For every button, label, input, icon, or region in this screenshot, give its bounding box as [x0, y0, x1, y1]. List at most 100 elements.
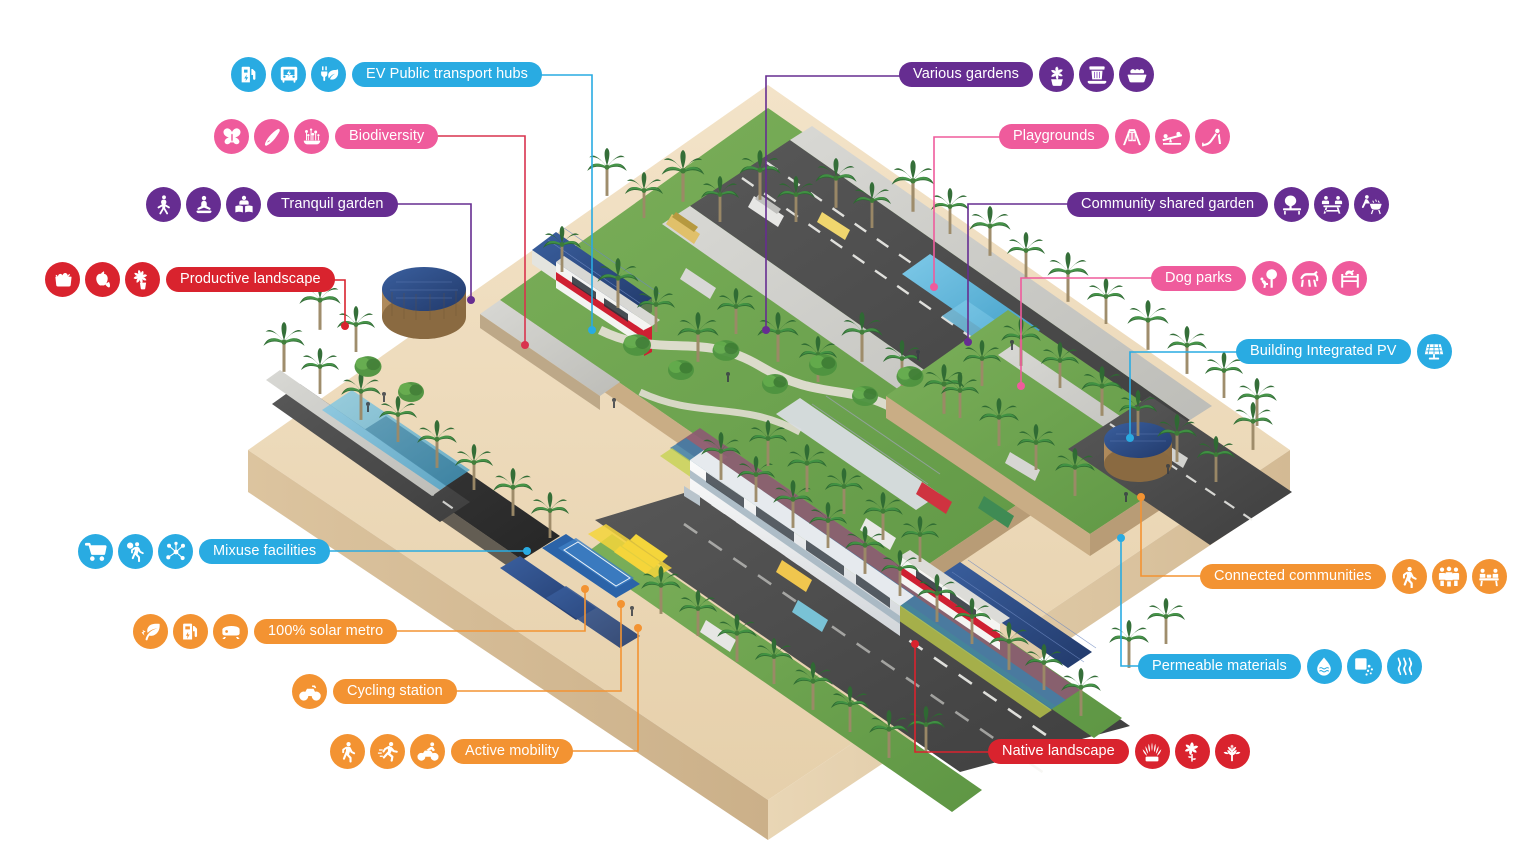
callout-dog-parks[interactable]: Dog parks — [1151, 261, 1367, 296]
callout-native-landscape[interactable]: Native landscape — [988, 734, 1250, 769]
badge-group — [231, 57, 346, 92]
picnic-table-icon[interactable] — [1314, 187, 1350, 222]
badge-group — [1039, 57, 1155, 92]
pedestrian-icon[interactable] — [1391, 559, 1427, 594]
native-grass-icon[interactable] — [1134, 734, 1170, 769]
callout-solar-metro[interactable]: 100% solar metro — [133, 614, 398, 649]
air-flow-icon[interactable] — [1386, 649, 1422, 684]
connector-community-shared-garden — [964, 203, 1070, 346]
callout-label[interactable]: Building Integrated PV — [1236, 339, 1411, 364]
callout-playgrounds[interactable]: Playgrounds — [999, 119, 1230, 154]
callout-community-shared-garden[interactable]: Community shared garden — [1067, 187, 1390, 222]
callout-active-mobility[interactable]: Active mobility — [330, 734, 574, 769]
callout-permeable-materials[interactable]: Permeable materials — [1138, 649, 1422, 684]
solar-leaf-icon[interactable] — [133, 614, 168, 649]
network-nodes-icon[interactable] — [158, 534, 193, 569]
callout-biodiversity[interactable]: Biodiversity — [214, 119, 439, 154]
badge-group — [146, 187, 261, 222]
tree-bench-icon[interactable] — [1274, 187, 1310, 222]
callout-label[interactable]: Productive landscape — [166, 267, 335, 292]
meditation-icon[interactable] — [186, 187, 221, 222]
water-drop-icon[interactable] — [1306, 649, 1342, 684]
bird-icon[interactable] — [254, 119, 289, 154]
connector-tranquil-garden — [364, 203, 475, 304]
callout-ev-public-transport-hubs[interactable]: EV Public transport hubs — [231, 57, 542, 92]
connector-building-integrated-pv — [1126, 351, 1238, 442]
callout-tranquil-garden[interactable]: Tranquil garden — [146, 187, 398, 222]
solar-panel-icon[interactable] — [1416, 334, 1452, 369]
callout-label[interactable]: Cycling station — [333, 679, 457, 704]
swing-set-icon[interactable] — [1114, 119, 1150, 154]
callout-label[interactable]: Connected communities — [1200, 564, 1386, 589]
connector-mixuse-facilities — [303, 547, 531, 555]
badge-group — [1306, 649, 1422, 684]
callout-label[interactable]: Playgrounds — [999, 124, 1109, 149]
planter-bed-icon[interactable] — [1119, 57, 1155, 92]
connector-active-mobility — [541, 624, 642, 752]
desert-flower-icon[interactable] — [1174, 734, 1210, 769]
running-icon[interactable] — [370, 734, 405, 769]
wildflowers-icon[interactable] — [294, 119, 329, 154]
dog-agility-icon[interactable] — [1332, 261, 1367, 296]
callout-cycling-station[interactable]: Cycling station — [292, 674, 457, 709]
connector-ev-public-transport-hubs — [497, 74, 596, 334]
walkability-icon[interactable] — [118, 534, 153, 569]
callout-connected-communities[interactable]: Connected communities — [1200, 559, 1507, 594]
electric-bus-icon[interactable] — [271, 57, 306, 92]
plug-leaf-icon[interactable] — [311, 57, 346, 92]
callout-label[interactable]: Permeable materials — [1138, 654, 1301, 679]
badge-group — [330, 734, 445, 769]
yoga-pose-icon[interactable] — [146, 187, 181, 222]
shopping-cart-icon[interactable] — [78, 534, 113, 569]
callout-productive-landscape[interactable]: Productive landscape — [45, 262, 335, 297]
slide-icon[interactable] — [1194, 119, 1230, 154]
people-group-icon[interactable] — [1431, 559, 1467, 594]
callout-label[interactable]: Native landscape — [988, 739, 1129, 764]
planter-box-icon[interactable] — [45, 262, 80, 297]
seesaw-icon[interactable] — [1154, 119, 1190, 154]
callout-label[interactable]: 100% solar metro — [254, 619, 398, 644]
metro-train-icon[interactable] — [213, 614, 248, 649]
callout-building-integrated-pv[interactable]: Building Integrated PV — [1236, 334, 1452, 369]
cyclist-icon[interactable] — [410, 734, 445, 769]
reading-icon[interactable] — [226, 187, 261, 222]
badge-group — [78, 534, 193, 569]
callout-label[interactable]: Community shared garden — [1067, 192, 1269, 217]
callout-label[interactable]: EV Public transport hubs — [352, 62, 542, 87]
callout-label[interactable]: Dog parks — [1151, 266, 1246, 291]
callout-label[interactable]: Mixuse facilities — [199, 539, 331, 564]
fruit-basket-icon[interactable] — [85, 262, 120, 297]
connector-cycling-station — [427, 600, 625, 692]
dog-tree-icon[interactable] — [1252, 261, 1287, 296]
fuel-station-icon[interactable] — [173, 614, 208, 649]
succulent-icon[interactable] — [1214, 734, 1250, 769]
badge-group — [133, 614, 248, 649]
bicycle-icon[interactable] — [292, 674, 327, 709]
potted-plant-icon[interactable] — [1039, 57, 1075, 92]
callout-label[interactable]: Tranquil garden — [267, 192, 398, 217]
connector-connected-communities — [1137, 493, 1203, 577]
callout-various-gardens[interactable]: Various gardens — [899, 57, 1155, 92]
bbq-grill-icon[interactable] — [1354, 187, 1390, 222]
badge-group — [1134, 734, 1250, 769]
ev-charging-icon[interactable] — [231, 57, 266, 92]
porous-paving-icon[interactable] — [1346, 649, 1382, 684]
dog-running-icon[interactable] — [1292, 261, 1327, 296]
connector-native-landscape — [911, 640, 990, 753]
badge-group — [45, 262, 160, 297]
callout-mixuse-facilities[interactable]: Mixuse facilities — [78, 534, 331, 569]
callout-label[interactable]: Various gardens — [899, 62, 1034, 87]
callout-label[interactable]: Biodiversity — [335, 124, 439, 149]
butterfly-icon[interactable] — [214, 119, 249, 154]
badge-group — [214, 119, 329, 154]
badge-group — [1416, 334, 1452, 369]
walking-icon[interactable] — [330, 734, 365, 769]
fountain-icon[interactable] — [1079, 57, 1115, 92]
harvest-icon[interactable] — [125, 262, 160, 297]
connector-permeable-materials — [1117, 534, 1140, 667]
callout-label[interactable]: Active mobility — [451, 739, 574, 764]
meeting-table-icon[interactable] — [1471, 559, 1507, 594]
connector-playgrounds — [930, 136, 1002, 291]
